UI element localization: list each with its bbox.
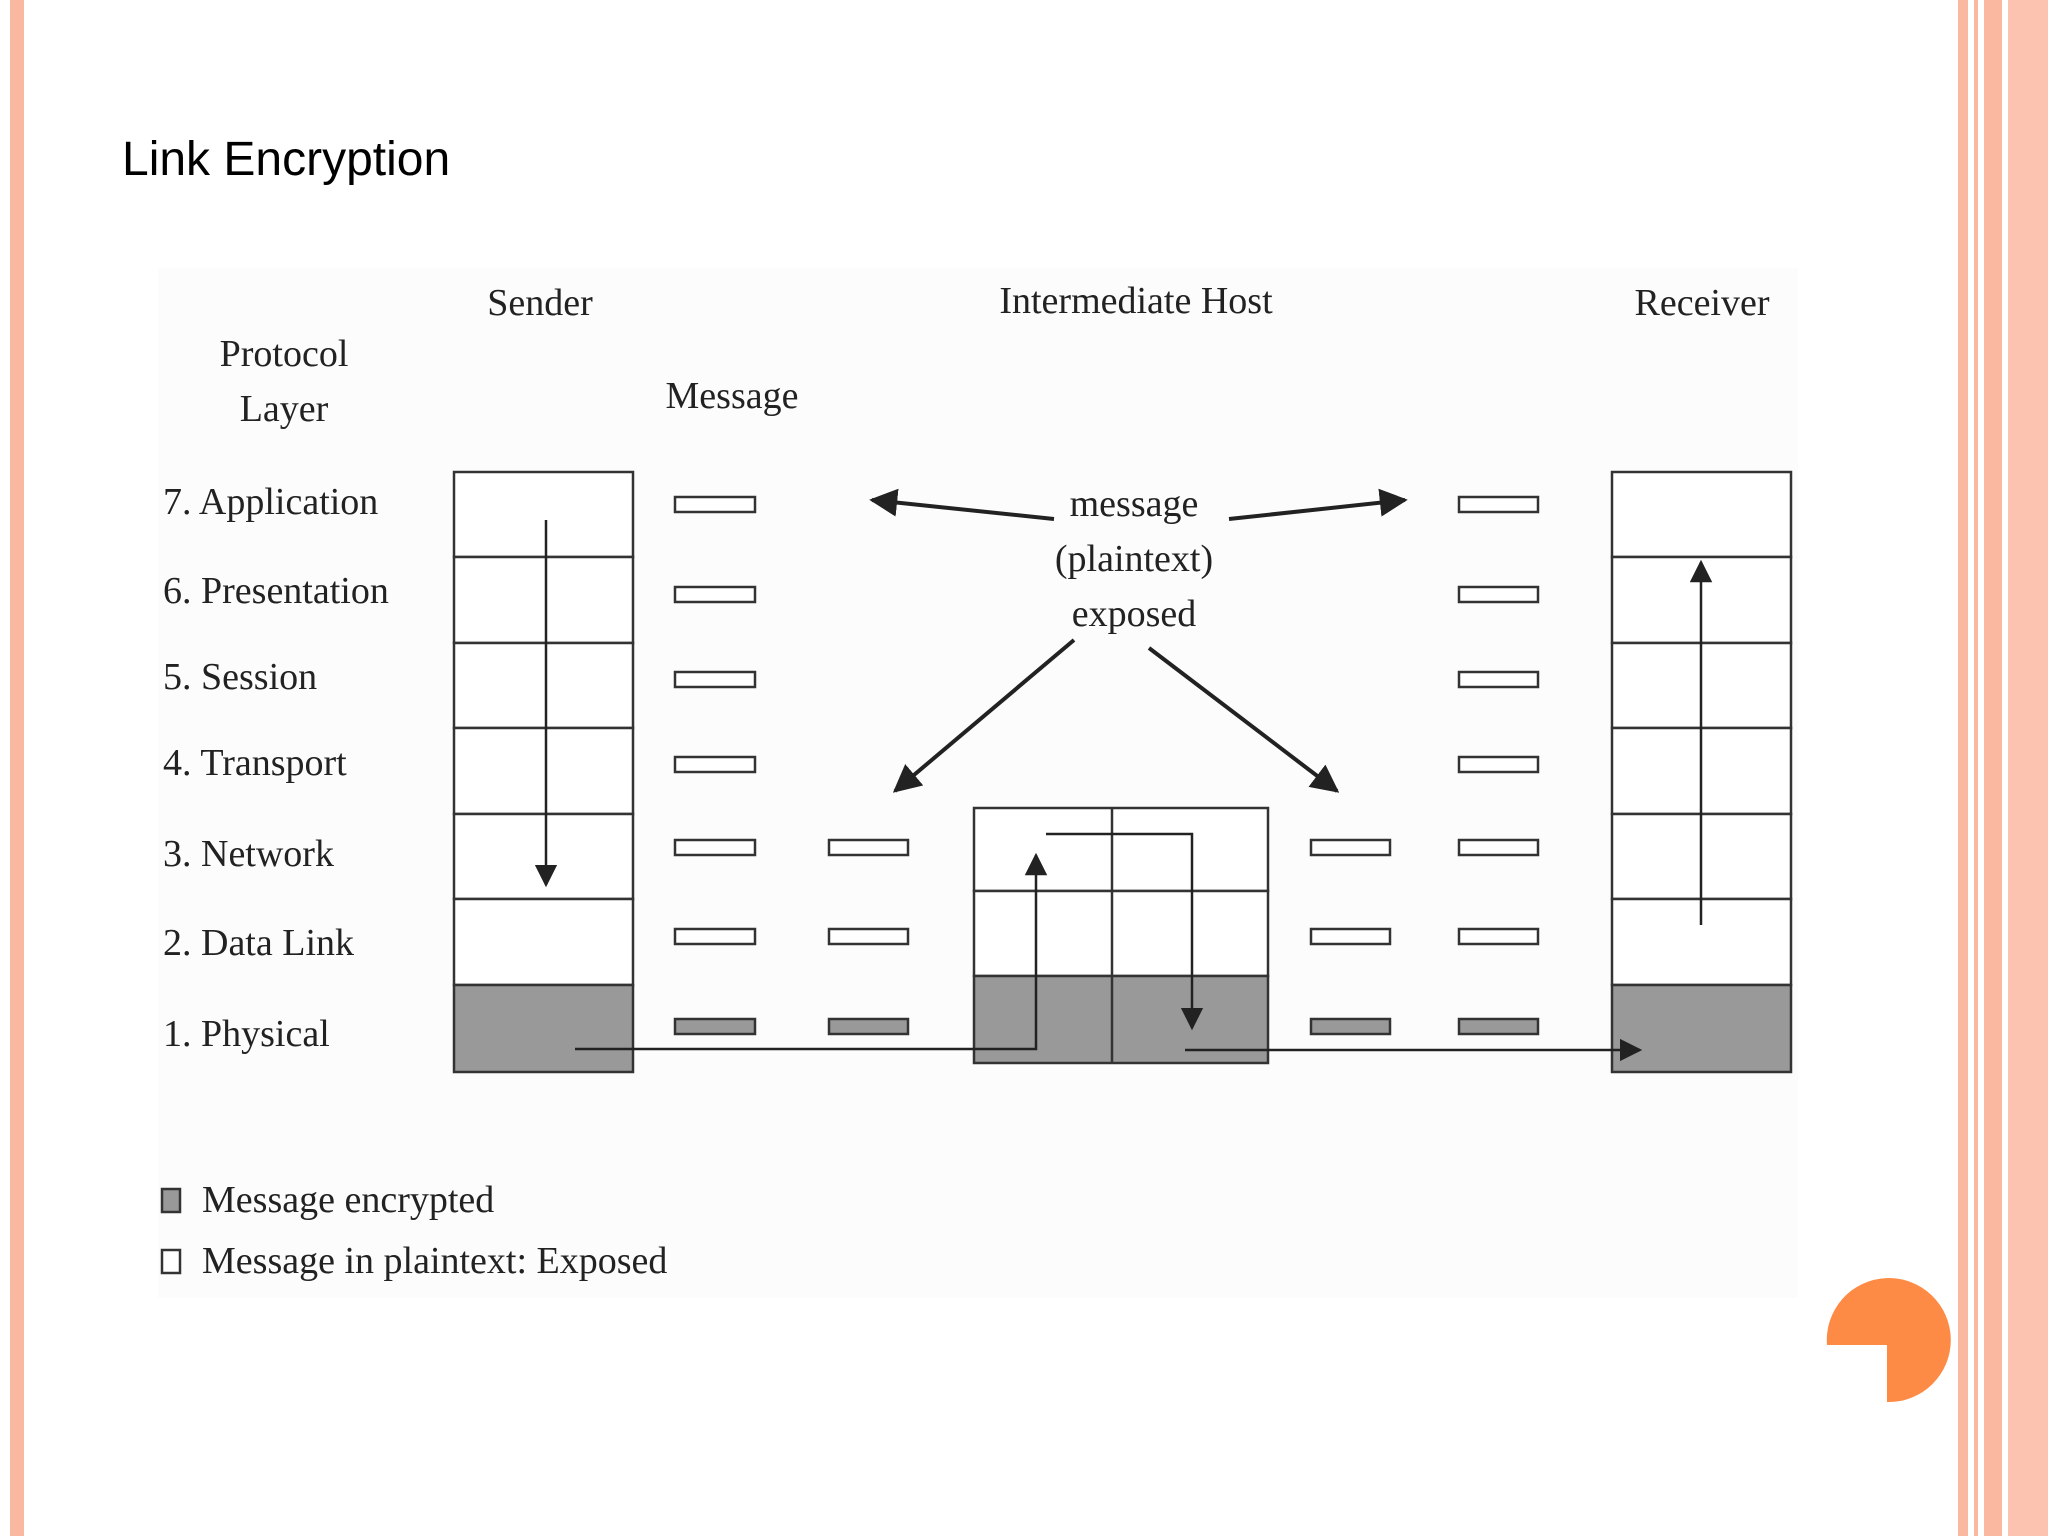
flow-line-to-intermediate [575, 852, 1048, 1051]
header-receiver: Receiver [1634, 282, 1769, 324]
link-encryption-diagram: Sender Intermediate Host Receiver Protoc… [158, 268, 1798, 1298]
message-bar [1457, 838, 1540, 857]
legend-swatch-plaintext [160, 1248, 182, 1275]
message-bar [1457, 495, 1540, 514]
intermediate-host-stack [972, 806, 1270, 1065]
right-border-stripe-2 [1974, 0, 1978, 1536]
right-border-stripe-1 [1958, 0, 1968, 1536]
receiver-layer-7 [1610, 470, 1793, 559]
right-border-stripe-4 [2008, 0, 2048, 1536]
callout-line-3: exposed [1072, 593, 1197, 635]
message-bar [673, 755, 757, 774]
header-protocol-line2: Layer [240, 388, 329, 430]
sender-layer-3 [452, 812, 635, 901]
layer-label-session: 5. Session [163, 656, 317, 698]
message-column-sender [673, 495, 757, 1036]
message-bar [1457, 670, 1540, 689]
message-bar [673, 927, 757, 946]
message-bar [827, 838, 910, 857]
callout-arrow-lower-left [892, 638, 1076, 793]
message-bar [827, 927, 910, 946]
layer-label-presentation: 6. Presentation [163, 570, 389, 612]
message-bar [1457, 927, 1540, 946]
diagram-svg: Sender Intermediate Host Receiver Protoc… [160, 280, 1793, 1282]
message-bar [1457, 755, 1540, 774]
page-title: Link Encryption [122, 133, 451, 186]
message-bar-encrypted [1457, 1017, 1540, 1036]
layer-label-physical: 1. Physical [163, 1013, 330, 1055]
message-bar [673, 585, 757, 604]
layer-label-transport: 4. Transport [163, 742, 347, 784]
message-bar-encrypted [673, 1017, 757, 1036]
flow-line-intermediate-down [1046, 832, 1204, 1031]
sender-stack [452, 470, 635, 1074]
message-column-link-1 [827, 838, 910, 1036]
header-protocol-line1: Protocol [220, 333, 349, 375]
callout-line-1: message [1070, 483, 1199, 525]
message-bar [673, 670, 757, 689]
callout-arrow-lower-right [1147, 646, 1340, 793]
sender-layer-5 [452, 641, 635, 730]
layer-label-data-link: 2. Data Link [163, 922, 354, 964]
header-message: Message [666, 375, 799, 417]
message-bar-encrypted [827, 1017, 910, 1036]
message-bar [1309, 927, 1392, 946]
message-column-link-2 [1309, 838, 1392, 1036]
message-bar-encrypted [1309, 1017, 1392, 1036]
sender-layer-1-encrypted [452, 983, 635, 1074]
message-bar [1309, 838, 1392, 857]
callout-line-2: (plaintext) [1055, 538, 1213, 580]
layer-label-application: 7. Application [163, 481, 378, 523]
header-intermediate-host: Intermediate Host [999, 280, 1273, 322]
message-bar [1457, 585, 1540, 604]
sender-layer-4 [452, 726, 635, 816]
layer-label-network: 3. Network [163, 833, 334, 875]
message-column-receiver [1457, 495, 1540, 1036]
orange-circle-decoration [1826, 1278, 1951, 1403]
legend-label-encrypted: Message encrypted [202, 1179, 494, 1221]
message-bar [673, 495, 757, 514]
receiver-layer-1-encrypted [1610, 983, 1793, 1074]
message-bar [673, 838, 757, 857]
intermediate-layer-2 [972, 889, 1270, 978]
sender-layer-2 [452, 897, 635, 987]
legend-label-plaintext: Message in plaintext: Exposed [202, 1240, 667, 1282]
callout-arrow-upper-right [1228, 488, 1408, 521]
right-border-stripe-3 [1984, 0, 2002, 1536]
left-border-stripe [10, 0, 24, 1536]
header-sender: Sender [487, 282, 593, 324]
sender-layer-6 [452, 555, 635, 645]
legend-swatch-encrypted [160, 1187, 182, 1214]
intermediate-layer-3 [972, 806, 1270, 893]
callout-arrow-upper-left [869, 488, 1055, 521]
sender-layer-7 [452, 470, 635, 559]
